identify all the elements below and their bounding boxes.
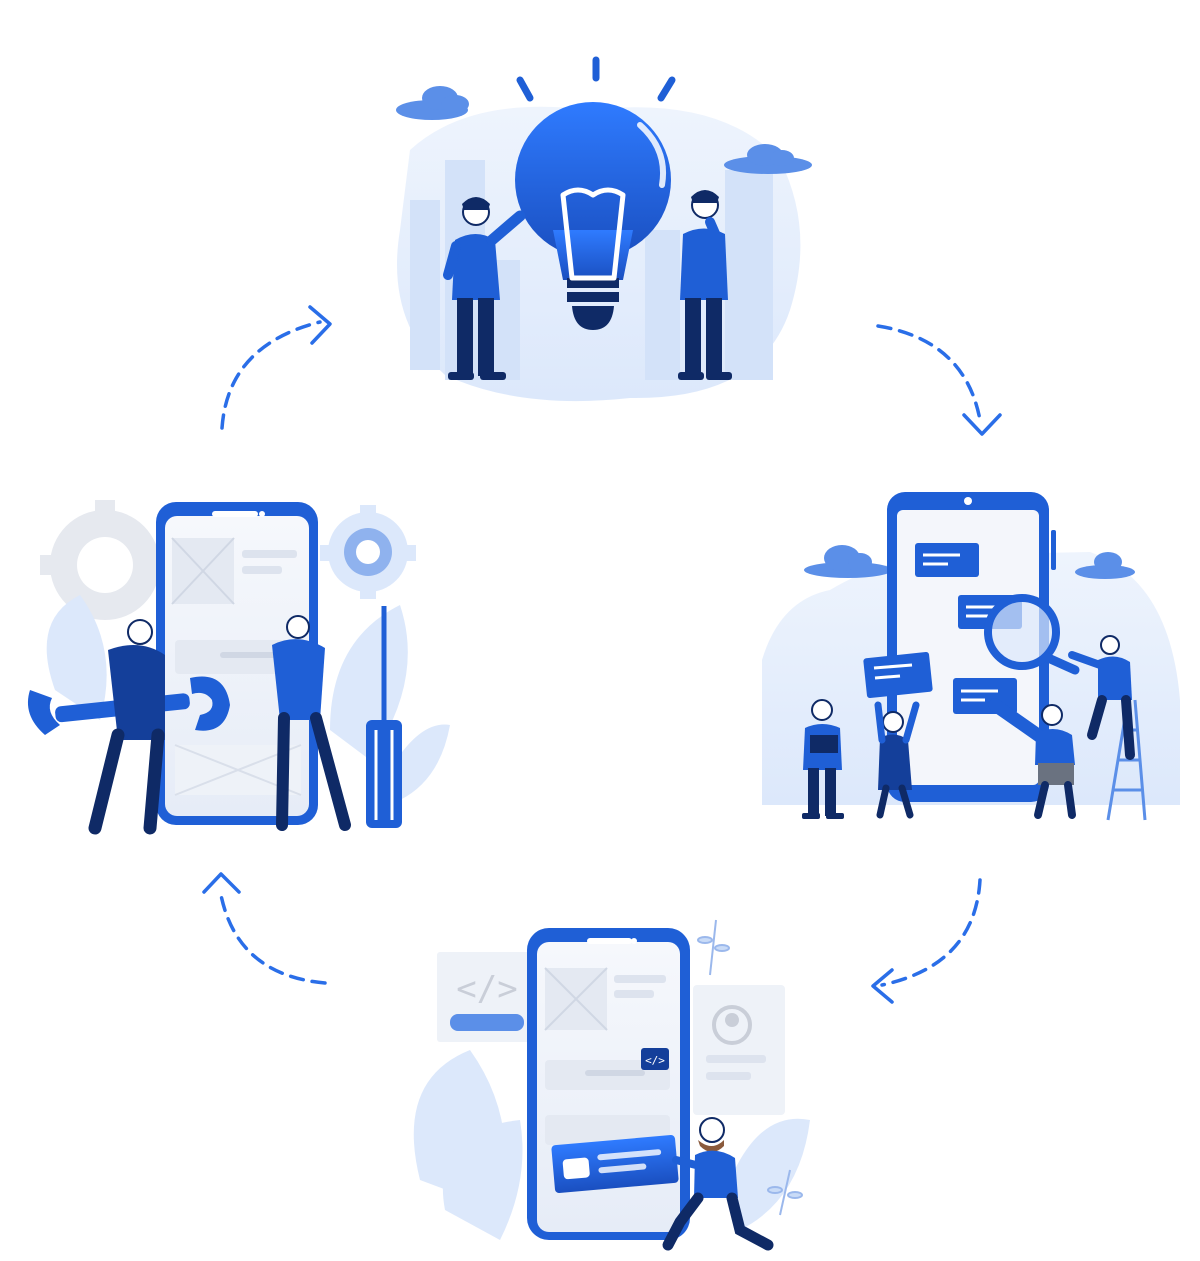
research-scene (762, 492, 1180, 821)
dashed-curved-arrow-icon (880, 878, 982, 987)
cloud-icon (724, 144, 812, 174)
gear-icon (320, 505, 416, 599)
small-plant (697, 919, 803, 1216)
code-panel: </> (437, 952, 547, 1042)
dashed-curved-arrow-icon (218, 888, 327, 985)
develop-scene: </> </> (413, 919, 810, 1251)
dashed-curved-arrow-icon (220, 320, 322, 430)
screwdriver-icon (366, 606, 402, 828)
arrowhead-icon (308, 305, 332, 345)
phone-develop (527, 928, 690, 1240)
person-holding-bubble (874, 701, 920, 819)
cloud-icon (804, 545, 892, 578)
cloud-icon (1075, 552, 1135, 579)
person-presenting (443, 197, 526, 380)
person-with-pencil (988, 698, 1076, 819)
cloud-icon (396, 86, 469, 120)
code-icon: </> (645, 1054, 665, 1067)
cycle-arrows (218, 320, 982, 987)
idea-scene (396, 56, 812, 402)
magnifying-glass-icon (984, 594, 1080, 675)
light-rays (516, 56, 676, 102)
phone-maintain (156, 502, 318, 825)
person-standing (272, 615, 351, 831)
gear-icon (40, 500, 168, 620)
leaves-background (413, 1050, 810, 1240)
dashed-curved-arrow-icon (876, 324, 982, 422)
code-badge: </> (641, 1048, 669, 1070)
profile-card (693, 985, 785, 1115)
arrow-heads (202, 305, 1002, 1004)
person-with-wrench (88, 619, 165, 835)
dragged-card (551, 1135, 679, 1193)
arrowhead-icon (962, 413, 1002, 436)
arrowhead-icon (871, 968, 894, 1004)
person-kneeling (662, 1117, 774, 1251)
code-icon: </> (456, 969, 517, 1009)
person-thinking (678, 190, 732, 380)
person-on-ladder (1068, 635, 1135, 760)
lightbulb-icon (515, 102, 671, 330)
chat-bubble (915, 543, 979, 577)
maintain-scene (27, 500, 450, 835)
person-with-laptop (802, 699, 844, 819)
arrowhead-icon (202, 872, 241, 894)
